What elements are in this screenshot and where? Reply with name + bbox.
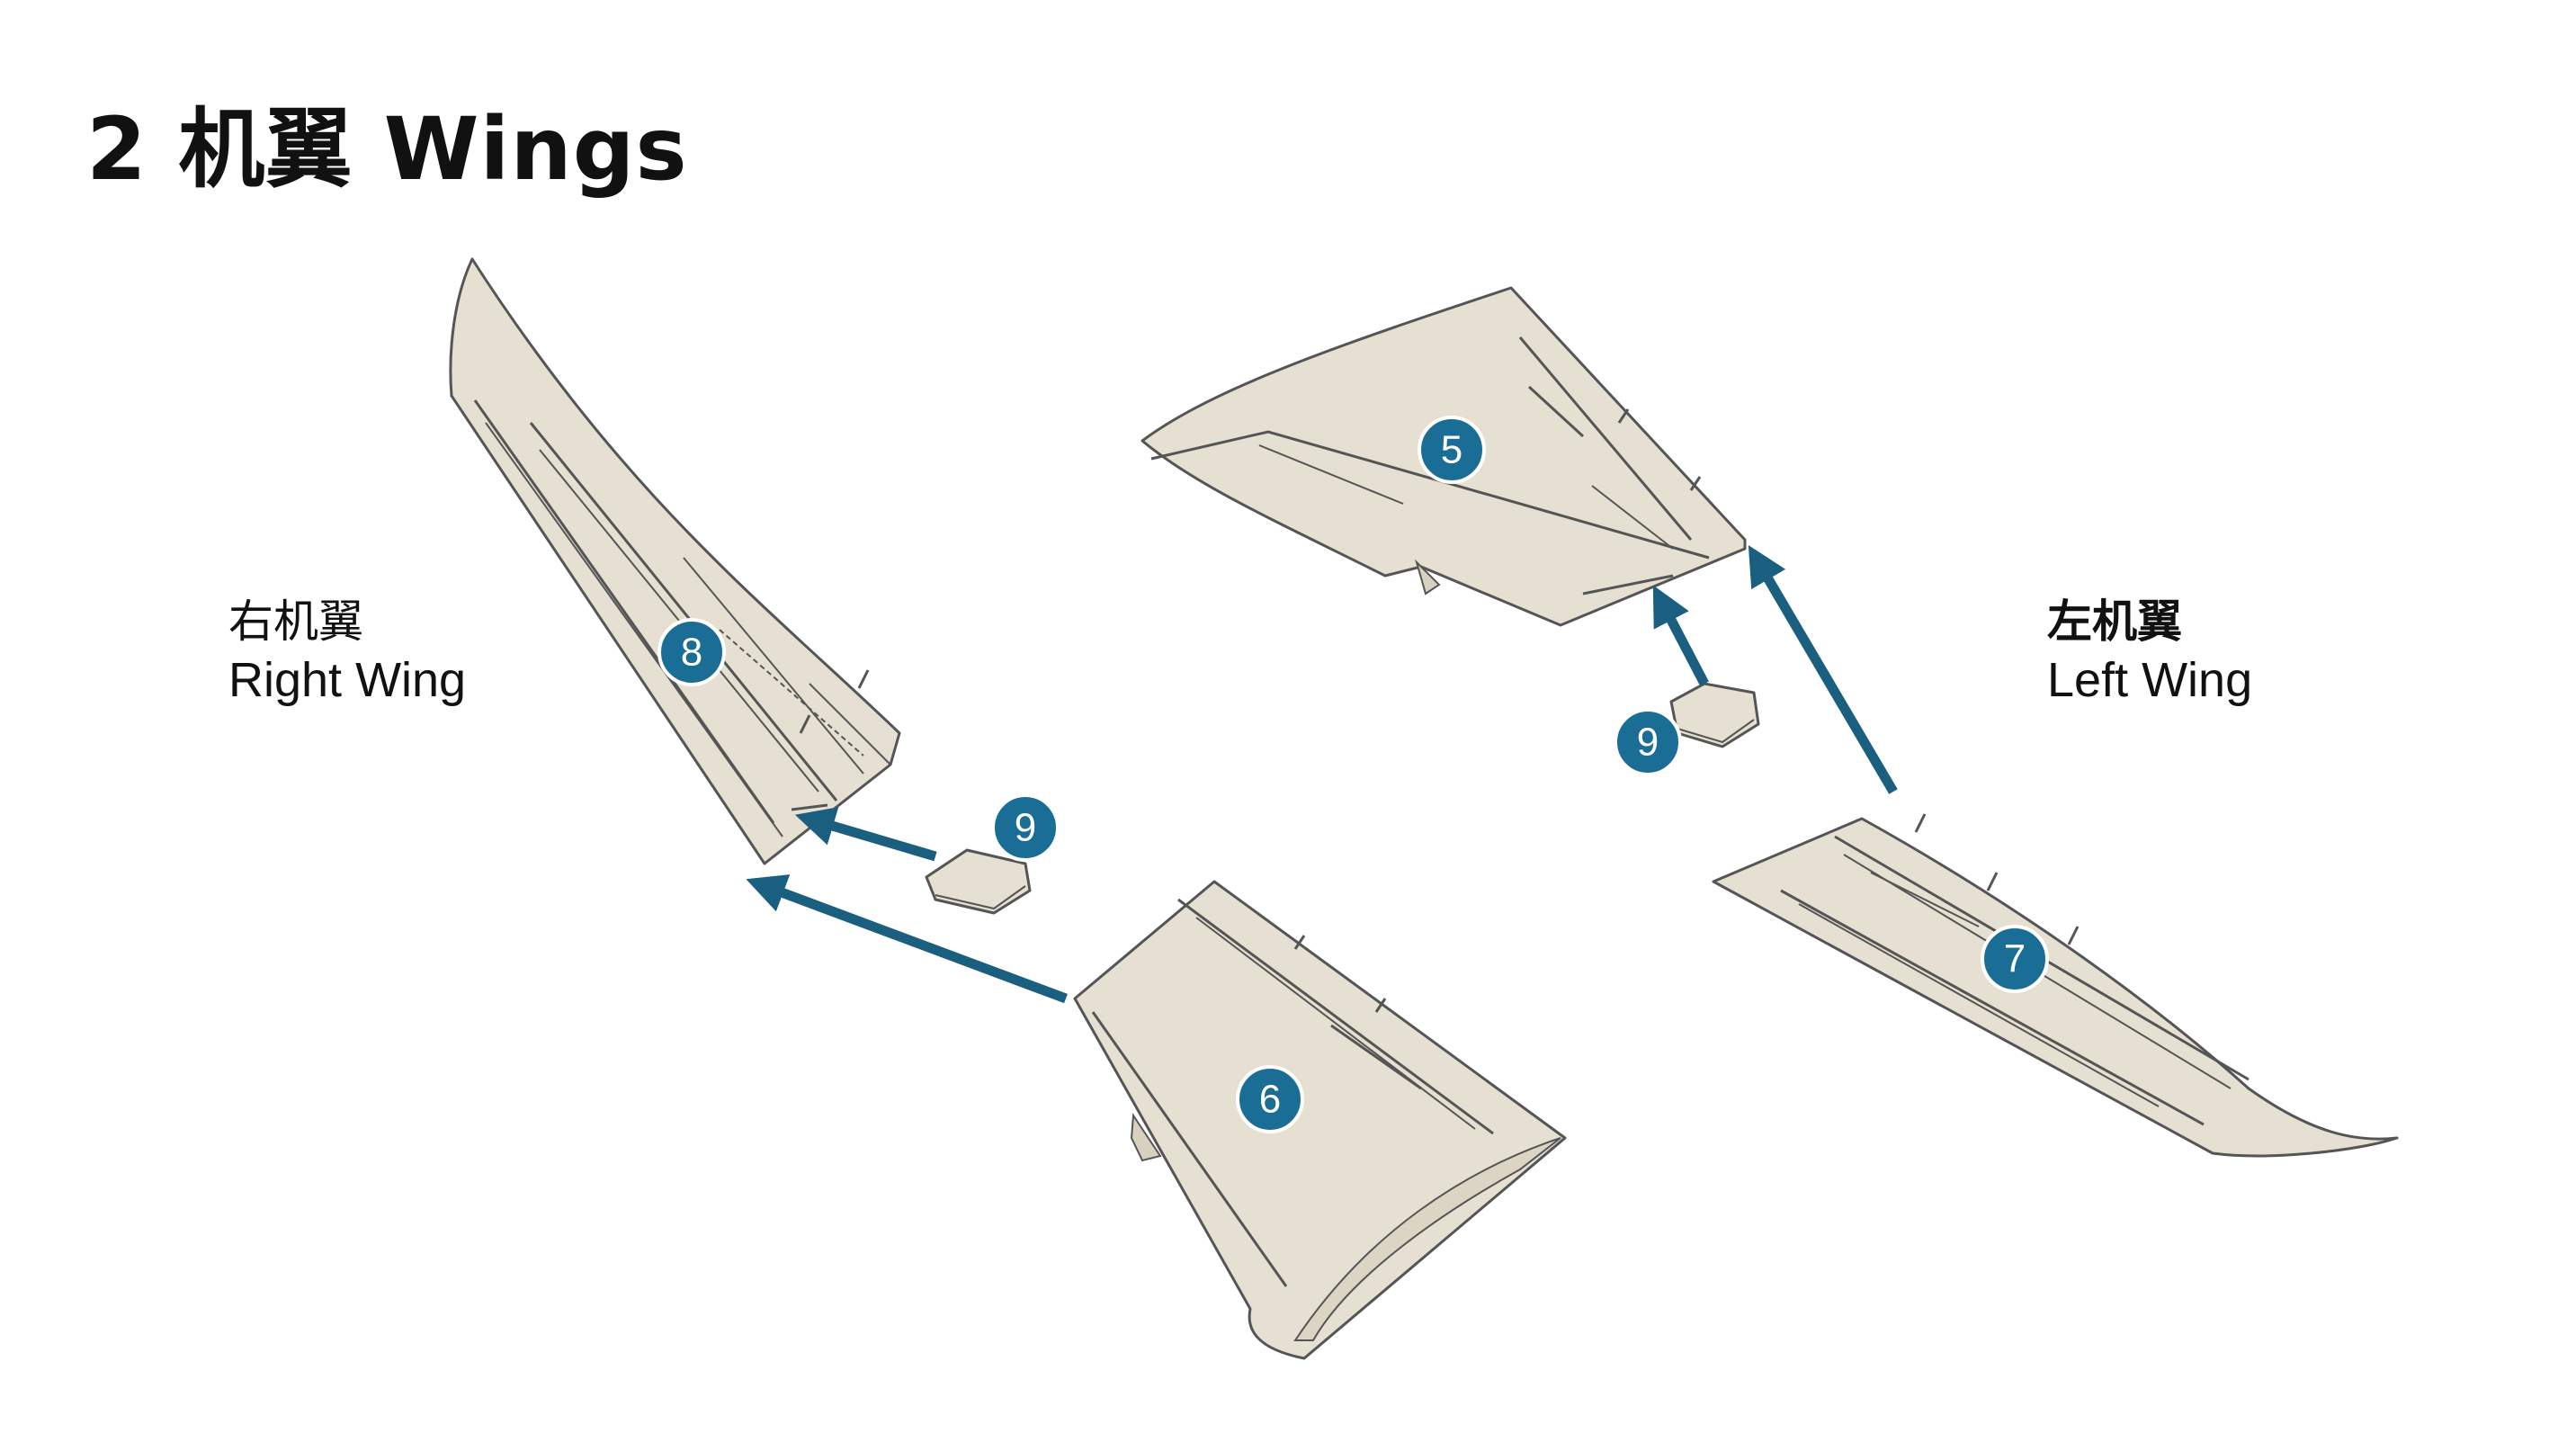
- left-wing-label-zh: 左机翼: [2047, 596, 2182, 648]
- right-wing-label-en: Right Wing: [228, 652, 467, 707]
- callout-badge-7: 7: [1981, 925, 2049, 993]
- callout-8-text: 8: [681, 631, 702, 675]
- callout-badge-8: 8: [657, 618, 726, 686]
- right-wing-label: 右机翼 Right Wing: [228, 594, 466, 711]
- callout-5-text: 5: [1441, 428, 1462, 472]
- right-wingtip-insert-part: [925, 848, 1032, 915]
- left-outer-wing-part: [1712, 813, 2399, 1158]
- arrow-part9-to-part5: [1652, 585, 1709, 686]
- right-wing-label-zh: 右机翼: [228, 596, 363, 648]
- callout-9-right-text: 9: [1015, 806, 1036, 850]
- left-wing-label-en: Left Wing: [2047, 652, 2253, 707]
- assembly-arrows: [746, 545, 1898, 1004]
- callout-6-text: 6: [1259, 1078, 1281, 1122]
- arrow-part9-to-part8: [794, 807, 937, 862]
- page-title: 2 机翼 Wings: [86, 99, 688, 200]
- right-outer-wing-part: [449, 257, 901, 865]
- left-wing-label: 左机翼 Left Wing: [2047, 594, 2252, 711]
- callout-badge-5: 5: [1418, 416, 1486, 484]
- left-wingtip-insert-part: [1669, 682, 1760, 748]
- callout-badge-6: 6: [1236, 1065, 1304, 1133]
- callout-9-left-text: 9: [1637, 721, 1659, 765]
- callout-7-text: 7: [2004, 937, 2026, 981]
- arrow-part6-to-part8: [746, 874, 1068, 1004]
- arrow-part7-to-part5: [1748, 545, 1898, 794]
- callout-badge-9-right: 9: [991, 793, 1060, 862]
- right-inner-wing-part: [1073, 880, 1567, 1360]
- callout-badge-9-left: 9: [1614, 708, 1682, 776]
